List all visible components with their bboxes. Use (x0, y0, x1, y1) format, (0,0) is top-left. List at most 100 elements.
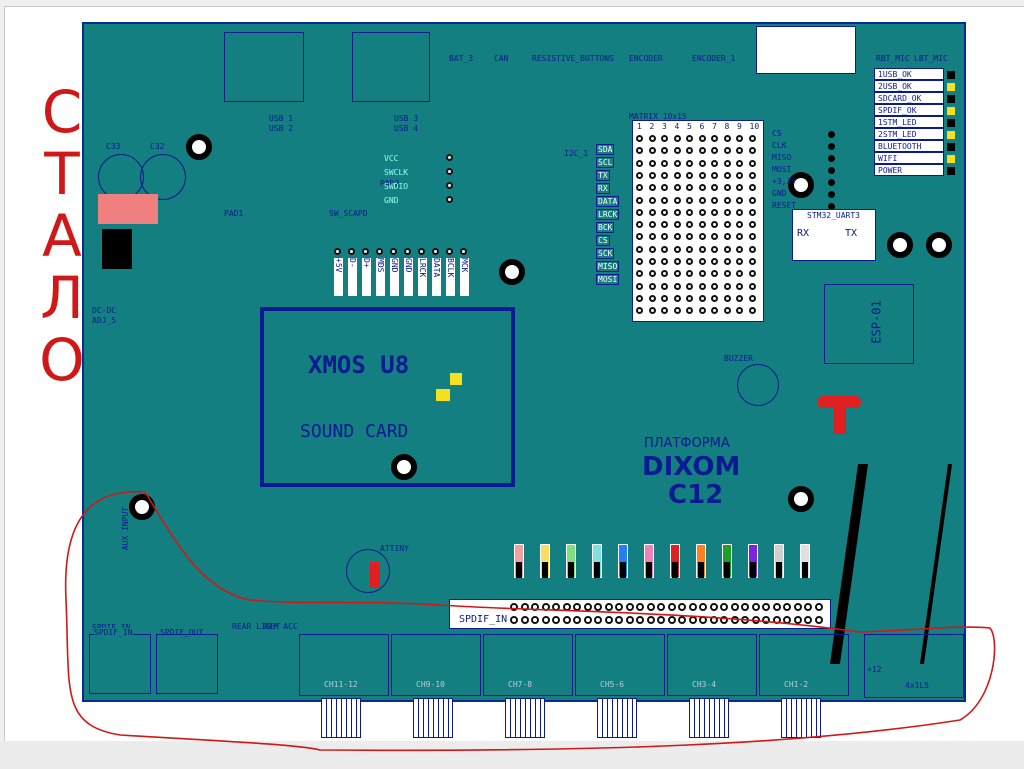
matrix-pin (711, 196, 718, 204)
swd-pin (446, 154, 453, 161)
matrix-pin (636, 184, 643, 192)
xmos-module: XMOS U8 SOUND CARD (260, 307, 515, 487)
capacitor-polarity (620, 562, 626, 578)
matrix-pin (661, 282, 668, 290)
matrix-pin (748, 245, 756, 253)
header-pin (573, 616, 581, 624)
bus-pin (446, 248, 453, 255)
header-pin (520, 616, 529, 624)
pad (450, 373, 462, 385)
uart-header: STM32_UART3 RX TX (792, 209, 876, 261)
capacitor-c32 (140, 154, 186, 200)
matrix-pin (686, 221, 693, 229)
spi-pin (828, 143, 835, 150)
matrix-pin (698, 159, 706, 167)
matrix-pin (723, 258, 731, 265)
matrix-pin (673, 270, 681, 278)
capacitor (346, 549, 390, 593)
matrix-pin (698, 171, 706, 179)
matrix-pin (636, 159, 643, 167)
capacitor-polarity (594, 562, 600, 578)
matrix-pin (736, 208, 743, 216)
encoder-label: ENCODER (629, 54, 663, 63)
matrix-pin (686, 135, 693, 142)
matrix-pin (661, 258, 668, 265)
uart-rx: RX (797, 228, 810, 239)
matrix-pin (661, 196, 668, 204)
led-icon (947, 143, 955, 151)
matrix-pin (748, 270, 756, 278)
header-pin (531, 616, 539, 624)
rca-knob[interactable] (321, 698, 361, 738)
matrix-pin (723, 147, 731, 155)
matrix-row-label: BCK (596, 222, 615, 233)
bus-label: MCK (460, 258, 469, 296)
matrix-pin (736, 147, 743, 155)
header-pin (541, 616, 550, 624)
matrix-pin (636, 233, 643, 241)
matrix-pin (686, 258, 693, 265)
spi-label: MISO (772, 153, 792, 162)
header-pin (793, 616, 802, 624)
bus-pin (432, 248, 439, 255)
status-led-row: 2USB_OK (874, 80, 955, 92)
header-pin (510, 616, 518, 624)
status-bar (0, 741, 1024, 769)
matrix-pin (711, 171, 718, 179)
matrix-pin (686, 245, 693, 253)
swd-pin (446, 196, 453, 203)
rca-knob[interactable] (689, 698, 729, 738)
matrix-pin (748, 196, 756, 204)
matrix-row-label: LRCK (596, 209, 620, 220)
matrix-pin (673, 208, 681, 216)
matrix-pin (648, 135, 656, 142)
matrix-pin (648, 307, 656, 315)
matrix-pin (686, 184, 693, 192)
status-led-label: POWER (878, 166, 903, 175)
matrix-pin (711, 294, 718, 302)
matrix-pin (636, 147, 643, 155)
header-pin (615, 616, 623, 624)
matrix-pin (748, 184, 756, 192)
spdif-in-text: SPDIF_IN (94, 628, 133, 637)
rca-jack-housing (391, 634, 481, 696)
header-pin (636, 616, 644, 624)
matrix-pin (723, 171, 731, 179)
matrix-pin (711, 233, 718, 241)
can-label: CAN (494, 54, 509, 63)
matrix-pin (736, 270, 743, 278)
matrix-pin (711, 184, 718, 192)
rca-jack-housing (299, 634, 389, 696)
spi-pin (828, 155, 835, 162)
header-pin (678, 603, 686, 611)
bus-label: DATA (432, 258, 441, 296)
matrix-pin (673, 233, 681, 241)
swd-label: SWCLK (384, 168, 409, 177)
matrix-pin (748, 221, 756, 229)
rca-knob[interactable] (413, 698, 453, 738)
header-pin (678, 616, 686, 624)
matrix-pin (723, 159, 731, 167)
header-pin (688, 616, 697, 624)
header-pin (604, 603, 613, 611)
pad2-label: PAD2 (380, 179, 400, 188)
header-pin (615, 603, 623, 611)
matrix-col-label: 7 (712, 122, 717, 131)
lbt-mic-label: LBT_MIC (914, 54, 948, 63)
capacitor-polarity (750, 562, 756, 578)
matrix-pin (648, 147, 656, 155)
rca-knob[interactable] (597, 698, 637, 738)
capacitor-polarity (724, 562, 730, 578)
matrix-pin (686, 171, 693, 179)
matrix-pin (723, 184, 731, 192)
red-pad (817, 396, 861, 408)
matrix-pin (673, 171, 681, 179)
matrix-pin (673, 147, 681, 155)
led-icon (947, 83, 955, 91)
rca-knob[interactable] (505, 698, 545, 738)
matrix-pin (661, 233, 668, 241)
matrix-pin (661, 245, 668, 253)
matrix-pin (648, 258, 656, 265)
